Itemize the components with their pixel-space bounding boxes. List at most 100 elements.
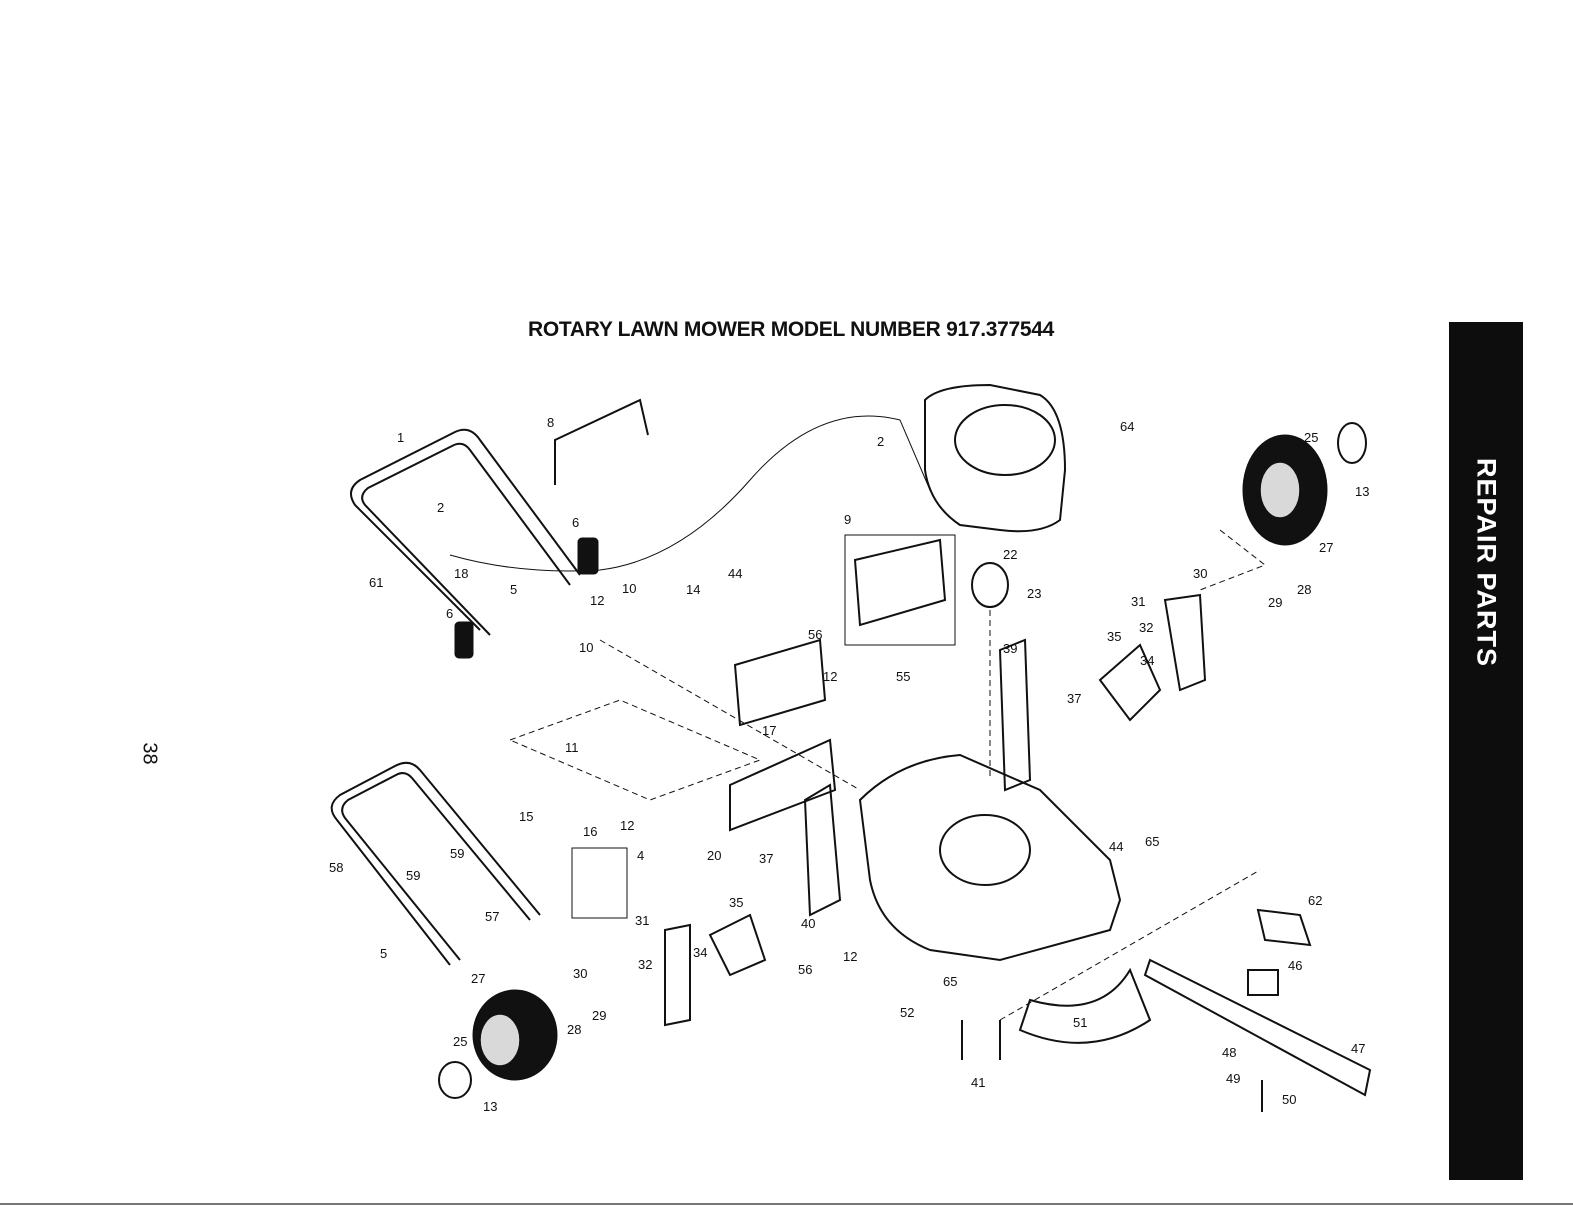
callout: 28 (1297, 582, 1311, 597)
callout: 34 (1140, 653, 1154, 668)
callout: 44 (728, 566, 742, 581)
callout: 15 (519, 809, 533, 824)
callout: 55 (896, 669, 910, 684)
rear-wheel-right-hub (1260, 462, 1300, 518)
engine-top-cover (955, 405, 1055, 475)
lower-handle-inner (342, 773, 530, 960)
callout: 12 (823, 669, 837, 684)
handle-knob-upper (578, 538, 598, 574)
callout: 20 (707, 848, 721, 863)
callout: 27 (471, 971, 485, 986)
callout: 65 (1145, 834, 1159, 849)
callout: 35 (1107, 629, 1121, 644)
callout: 62 (1308, 893, 1322, 908)
hubcap-left (439, 1062, 471, 1098)
height-adjuster-left (805, 785, 840, 915)
mower-deck (860, 755, 1120, 960)
callout: 25 (453, 1034, 467, 1049)
callout: 47 (1351, 1041, 1365, 1056)
callout: 9 (844, 512, 851, 527)
callout: 22 (1003, 547, 1017, 562)
control-bar (555, 400, 648, 485)
rear-baffle-frame (845, 535, 955, 645)
callout: 35 (729, 895, 743, 910)
callout: 2 (437, 500, 444, 515)
blade-adapter (1248, 970, 1278, 995)
bottom-rule (0, 1203, 1573, 1205)
callout: 17 (762, 723, 776, 738)
axle-bracket-left (665, 925, 690, 1025)
hubcap-right (1338, 423, 1366, 463)
pulley (972, 563, 1008, 607)
callout: 6 (572, 515, 579, 530)
callout: 37 (1067, 691, 1081, 706)
assembly-line-left (510, 700, 760, 800)
callout: 56 (808, 627, 822, 642)
callout: 1 (397, 430, 404, 445)
front-wheel-left-hub (480, 1014, 520, 1066)
stiffener (1258, 910, 1310, 945)
callout: 59 (406, 868, 420, 883)
callout: 13 (1355, 484, 1369, 499)
adjuster-plate-left (710, 915, 765, 975)
callout: 56 (798, 962, 812, 977)
callout: 48 (1222, 1045, 1236, 1060)
callout: 31 (1131, 594, 1145, 609)
callout: 57 (485, 909, 499, 924)
callout: 25 (1304, 430, 1318, 445)
callout: 46 (1288, 958, 1302, 973)
callout: 2 (877, 434, 884, 449)
callout: 52 (900, 1005, 914, 1020)
deck-skirt (1020, 970, 1150, 1043)
callout: 30 (1193, 566, 1207, 581)
axle-bracket-right (1165, 595, 1205, 690)
callout: 40 (801, 916, 815, 931)
height-adjuster-right (1000, 640, 1030, 790)
callout: 5 (510, 582, 517, 597)
callout: 6 (446, 606, 453, 621)
callout: 10 (622, 581, 636, 596)
callout: 32 (638, 957, 652, 972)
callout: 30 (573, 966, 587, 981)
callout: 12 (590, 593, 604, 608)
callout: 13 (483, 1099, 497, 1114)
callout: 12 (620, 818, 634, 833)
callout: 31 (635, 913, 649, 928)
callout: 58 (329, 860, 343, 875)
upper-handle (351, 430, 580, 630)
callout: 8 (547, 415, 554, 430)
callout: 50 (1282, 1092, 1296, 1107)
callout: 59 (450, 846, 464, 861)
callout: 14 (686, 582, 700, 597)
callout: 16 (583, 824, 597, 839)
callout: 49 (1226, 1071, 1240, 1086)
callout: 29 (592, 1008, 606, 1023)
upper-handle-inner (362, 444, 570, 635)
callout: 34 (693, 945, 707, 960)
callout: 12 (843, 949, 857, 964)
callout: 5 (380, 946, 387, 961)
callout: 65 (943, 974, 957, 989)
callout: 41 (971, 1075, 985, 1090)
mulching-plate (735, 640, 825, 725)
engine (925, 385, 1065, 531)
callout: 29 (1268, 595, 1282, 610)
callout: 11 (565, 740, 579, 755)
callout: 10 (579, 640, 593, 655)
callout: 39 (1003, 641, 1017, 656)
rear-baffle (855, 540, 945, 625)
callout: 32 (1139, 620, 1153, 635)
mower-blade (1145, 960, 1370, 1095)
callout: 4 (637, 848, 644, 863)
discharge-door (572, 848, 627, 918)
callout: 28 (567, 1022, 581, 1037)
callout: 61 (369, 575, 383, 590)
throttle-cable (450, 416, 930, 571)
callout: 44 (1109, 839, 1123, 854)
deck-opening (940, 815, 1030, 885)
handle-knob-lower (455, 622, 473, 658)
assembly-line-wheel (1200, 530, 1265, 590)
callout: 37 (759, 851, 773, 866)
callout: 18 (454, 566, 468, 581)
